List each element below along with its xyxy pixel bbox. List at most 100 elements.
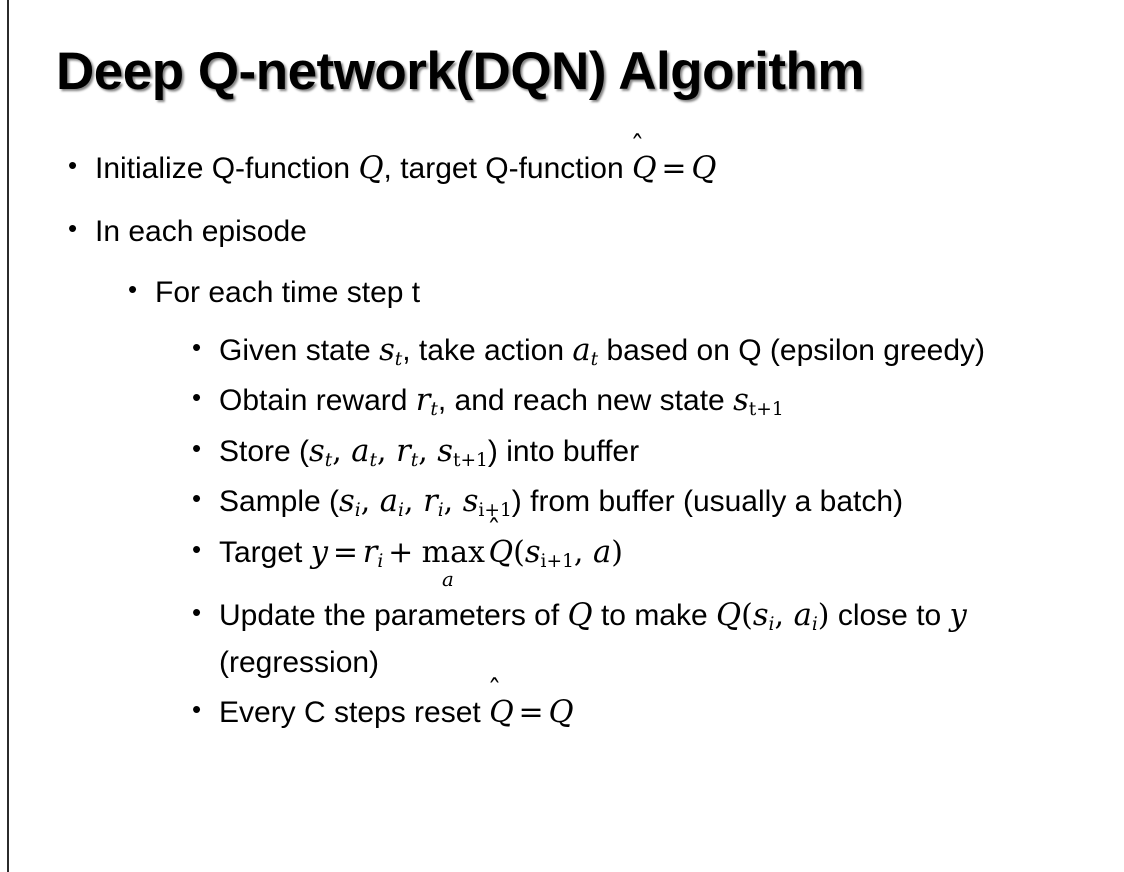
math-r-subscript: i xyxy=(437,500,444,522)
math-r: r xyxy=(396,433,411,469)
bullet-store: • Store (st, at, rt, st+1) into buffer xyxy=(0,429,1124,476)
math-s: s xyxy=(379,332,395,368)
math-q-hat: ̂Q xyxy=(489,690,514,736)
bullet-target-text: Target y=ri+maxâQ(si+1, a) xyxy=(219,530,1124,590)
bullet-target: • Target y=ri+maxâQ(si+1, a) xyxy=(0,530,1124,590)
math-plus: + xyxy=(388,534,414,570)
bullet-update-parameters-text: Update the parameters of Q to make Q(si,… xyxy=(219,593,1124,685)
math-r-subscript: t xyxy=(430,399,438,421)
bullet-dot-icon: • xyxy=(192,693,202,724)
slide-left-edge-rule xyxy=(7,0,9,872)
bullet-in-each-episode-text: In each episode xyxy=(95,214,307,248)
bullet-dot-icon: • xyxy=(68,212,78,243)
math-q-hat: ̂Q xyxy=(489,530,514,576)
math-equals: = xyxy=(661,151,687,186)
math-r: r xyxy=(362,534,378,570)
math-y: y xyxy=(310,534,329,570)
bullet-given-state-text: Given state st, take action at based on … xyxy=(219,328,1124,375)
math-s-subscript: t xyxy=(394,348,403,370)
math-y: y xyxy=(949,598,967,634)
math-s-next-subscript: t+1 xyxy=(748,399,784,421)
text-reset-pre: Every C steps reset xyxy=(219,695,490,729)
math-s-next: s xyxy=(524,534,541,570)
text-target-pre: Target xyxy=(219,535,311,569)
math-equals: = xyxy=(518,694,544,730)
text-given-post: based on Q (epsilon greedy) xyxy=(598,333,986,367)
math-a: a xyxy=(572,332,591,368)
math-paren-open: ( xyxy=(741,598,753,634)
math-s: s xyxy=(309,433,325,469)
text-comma-2: , xyxy=(403,484,424,520)
bullet-sample: • Sample (si, ai, ri, si+1) from buffer … xyxy=(0,479,1124,526)
text-comma-1: , xyxy=(360,484,380,520)
text-obtain-mid: , and reach new state xyxy=(437,384,734,418)
text-sample-post: ) from buffer (usually a batch) xyxy=(511,485,904,519)
math-a: a xyxy=(379,484,399,520)
text-comma-3: , xyxy=(443,484,463,520)
math-q: Q xyxy=(358,151,384,186)
bullet-dot-icon: • xyxy=(128,274,138,305)
math-q-2: Q xyxy=(691,151,717,186)
text-given-pre: Given state xyxy=(219,333,380,367)
math-a-subscript: i xyxy=(811,614,818,636)
bullet-for-each-time-step-text: For each time step t xyxy=(155,276,421,310)
bullet-dot-icon: • xyxy=(192,382,202,413)
bullet-dot-icon: • xyxy=(192,432,202,463)
text-update-pre: Update the parameters of xyxy=(219,599,568,633)
bullet-for-each-time-step: • For each time step t xyxy=(0,270,1124,316)
math-s-next-subscript: i+1 xyxy=(478,500,512,522)
bullet-dot-icon: • xyxy=(192,331,202,362)
bullet-dot-icon: • xyxy=(192,483,202,514)
math-s-next: s xyxy=(462,484,479,520)
text-comma-3: , xyxy=(418,433,438,469)
math-a: a xyxy=(793,598,812,634)
math-s-subscript: i xyxy=(354,500,361,522)
math-r: r xyxy=(415,383,431,419)
math-a-subscript: i xyxy=(398,500,404,522)
math-r-subscript: i xyxy=(377,550,384,572)
bullet-update-parameters: • Update the parameters of Q to make Q(s… xyxy=(0,593,1124,685)
math-s: s xyxy=(752,598,769,634)
bullet-obtain-reward-text: Obtain reward rt, and reach new state st… xyxy=(219,378,1124,425)
text-update-mid: to make xyxy=(592,599,717,633)
math-comma: , xyxy=(774,598,794,634)
math-q-hat-base: Q xyxy=(488,534,514,570)
bullet-initialize: • Initialize Q-function Q, target Q-func… xyxy=(0,146,1124,193)
math-q-hat-base: Q xyxy=(632,151,657,186)
bullet-store-text: Store (st, at, rt, st+1) into buffer xyxy=(219,429,1124,476)
math-q-hat-base: Q xyxy=(489,694,514,730)
text-store-pre: Store ( xyxy=(219,434,310,468)
bullet-reset-target-network-text: Every C steps reset ̂Q=Q xyxy=(219,690,1124,737)
math-s-next-subscript: i+1 xyxy=(540,550,574,572)
bullet-dot-icon: • xyxy=(192,533,202,564)
slide-body: • Initialize Q-function Q, target Q-func… xyxy=(0,146,1124,740)
math-s-next: s xyxy=(733,383,749,419)
text-sample-pre: Sample ( xyxy=(219,485,340,519)
text-update-tail: (regression) xyxy=(219,645,380,679)
text-comma-2: , xyxy=(377,433,397,469)
bullet-reset-target-network: • Every C steps reset ̂Q=Q xyxy=(0,690,1124,737)
bullet-dot-icon: • xyxy=(68,150,78,180)
math-r: r xyxy=(423,484,438,520)
bullet-in-each-episode: • In each episode xyxy=(0,209,1124,255)
math-s-next: s xyxy=(437,433,453,469)
text-obtain-pre: Obtain reward xyxy=(219,384,416,418)
math-a-subscript: t xyxy=(590,348,599,370)
math-a-subscript: t xyxy=(369,449,378,471)
math-s-next-subscript: t+1 xyxy=(453,449,488,471)
math-r-subscript: t xyxy=(410,449,419,471)
bullet-obtain-reward: • Obtain reward rt, and reach new state … xyxy=(0,378,1124,425)
text-initialize-mid: , target Q-function xyxy=(383,152,632,185)
math-paren-open: ( xyxy=(513,534,525,570)
math-s: s xyxy=(339,484,355,520)
math-paren-close: ) xyxy=(817,598,830,634)
math-max-underset: a xyxy=(441,568,454,592)
text-store-post: ) into buffer xyxy=(487,434,640,468)
math-max-name: max xyxy=(421,535,485,571)
text-given-mid: , take action xyxy=(402,333,573,367)
math-comma: , xyxy=(573,534,593,570)
math-q: Q xyxy=(567,598,593,634)
page-title: Deep Q-network(DQN) Algorithm xyxy=(56,42,864,101)
bullet-initialize-text: Initialize Q-function Q, target Q-functi… xyxy=(95,146,1124,193)
